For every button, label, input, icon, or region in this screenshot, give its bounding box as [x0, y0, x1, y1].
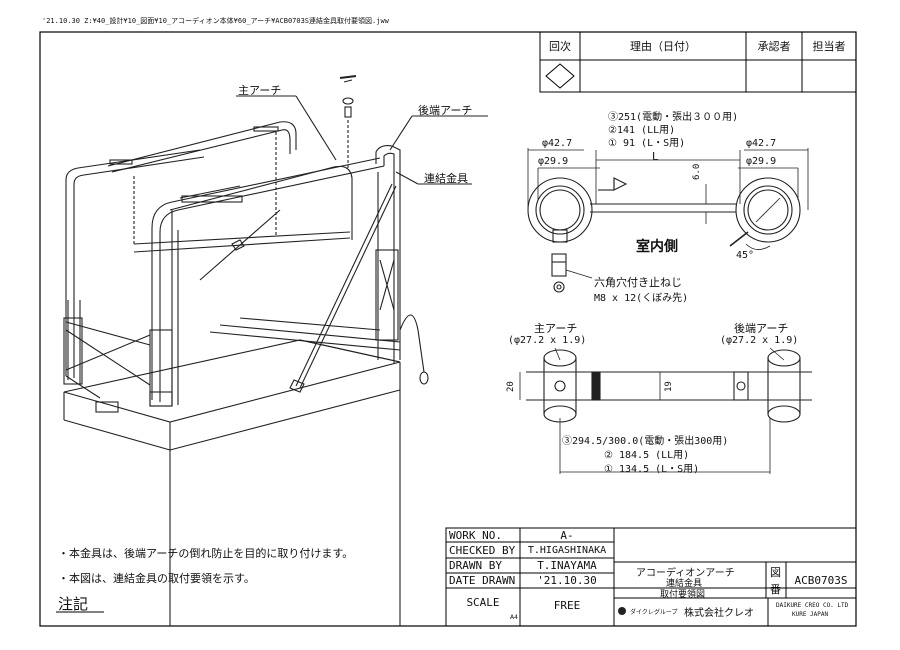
callout-rear-arch: 後端アーチ — [418, 104, 473, 117]
top-len-1: ① 91 (L・S用) — [608, 138, 686, 149]
side-len-2: ② 184.5 (LL用) — [604, 450, 690, 461]
thickness-label: 6.0 — [692, 163, 702, 180]
date-drawn-value: '21.10.30 — [537, 574, 597, 587]
assembly-drawing — [63, 75, 488, 626]
dia-outer-right: φ42.7 — [746, 138, 777, 149]
revision-table-lines — [539, 31, 857, 93]
checked-by-label: CHECKED BY — [449, 543, 516, 557]
note-1: ・本金具は、後端アーチの倒れ防止を目的に取り付けます。 — [58, 547, 354, 560]
rev-col-person: 担当者 — [812, 40, 846, 53]
connector-detail-side — [519, 347, 812, 474]
drawing-title-2: 連結金具 — [666, 579, 703, 589]
side-rear-arch: 後端アーチ — [734, 322, 789, 335]
dwg-label-1: 図 — [770, 566, 781, 579]
connector-detail-top — [527, 148, 809, 293]
callout-main-arch: 主アーチ — [238, 84, 282, 97]
angle-label: 45° — [736, 250, 755, 261]
drawn-by-label: DRAWN BY — [449, 559, 502, 572]
screw-spec: M8 x 12(くぼみ先) — [594, 293, 689, 304]
checked-by-value: T.HIGASHINAKA — [527, 544, 607, 556]
scale-value: FREE — [553, 598, 581, 612]
dim-20: 20 — [506, 381, 516, 392]
top-len-3: ③251(電動・張出３００用) — [608, 112, 739, 123]
dia-inner-left: φ29.9 — [538, 156, 569, 167]
notes-title: 注記 — [58, 595, 89, 613]
rev-col-reason: 理由（日付） — [630, 40, 696, 53]
drawing-number: ACB0703S — [794, 573, 848, 587]
drawing-title-3: 取付要領図 — [660, 590, 706, 600]
dim-19: 19 — [664, 381, 674, 392]
date-drawn-label: DATE DRAWN — [449, 574, 516, 587]
side-main-arch: 主アーチ — [534, 322, 578, 335]
drawn-by-value: T.INAYAMA — [537, 559, 597, 572]
note-2: ・本図は、連結金具の取付要領を示す。 — [58, 572, 255, 585]
work-no-label: WORK NO. — [449, 528, 502, 542]
title-block-lines — [445, 527, 857, 627]
side-rear-arch-dia: (φ27.2 x 1.9) — [720, 335, 799, 346]
company-name: 株式会社クレオ — [684, 608, 754, 619]
drawing-title-1: アコーディオンアーチ — [636, 568, 735, 579]
side-len-1: ① 134.5 (L・S用) — [604, 464, 700, 475]
dwg-label-2: 番 — [770, 583, 781, 596]
side-len-3: ③294.5/300.0(電動・張出300用) — [562, 436, 729, 447]
dia-inner-right: φ29.9 — [746, 156, 777, 167]
screw-name: 六角穴付き止ねじ — [594, 276, 682, 289]
file-path-header: '21.10.30 Z:¥40_設計¥10_図面¥10_アコーディオン本体¥60… — [42, 17, 389, 25]
indoor-side-label: 室内側 — [636, 239, 678, 255]
scale-label: SCALE — [466, 595, 500, 609]
length-L: L — [652, 150, 659, 163]
paper-size: A4 — [510, 614, 518, 621]
group-name: ダイクレグループ — [630, 609, 678, 616]
rev-col-approver: 承認者 — [757, 40, 791, 53]
top-len-2: ②141 (LL用) — [608, 125, 676, 136]
revision-diamond-icon — [545, 63, 575, 89]
callout-connector: 連結金具 — [424, 172, 468, 185]
work-no-value: A- — [560, 528, 574, 542]
dia-outer-left: φ42.7 — [542, 138, 573, 149]
side-main-arch-dia: (φ27.2 x 1.9) — [508, 335, 587, 346]
company-logo-icon — [618, 607, 626, 615]
rev-col-rev: 回次 — [549, 40, 571, 53]
company-en-1: DAIKURE CREO CO. LTD — [776, 602, 849, 609]
company-en-2: KURE JAPAN — [792, 611, 829, 618]
